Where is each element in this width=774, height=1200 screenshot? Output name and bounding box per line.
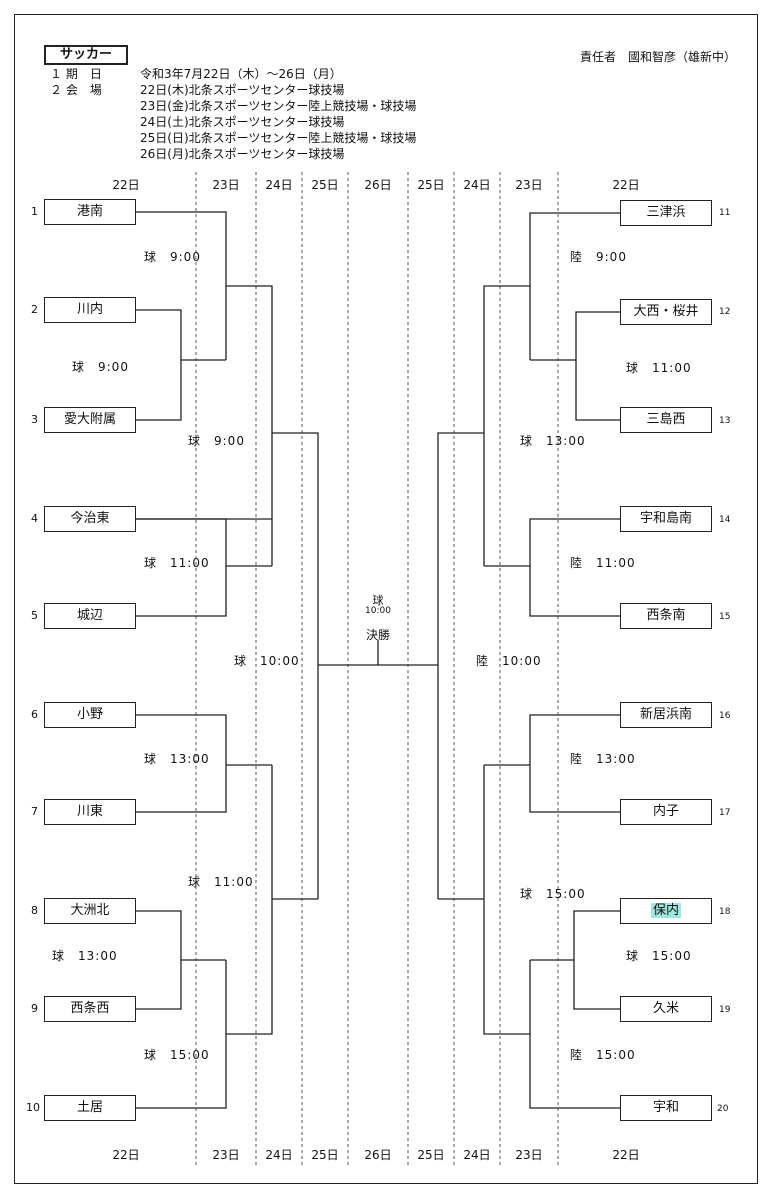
dates-label: １ 期 日 [50,67,102,81]
day-footer: 23日 [515,1148,543,1162]
dates-value: 令和3年7月22日（木）～26日（月） [140,67,342,81]
seed-number: 15 [719,612,731,622]
day-footer: 24日 [463,1148,491,1162]
seed-number: 18 [719,907,731,917]
seed-number: 20 [717,1104,729,1114]
team-box: 愛大附属 [44,407,136,433]
day-header: 24日 [265,178,293,192]
day-footer: 25日 [417,1148,445,1162]
seed-number: 5 [31,609,38,622]
team-box: 大洲北 [44,898,136,924]
seed-number: 19 [719,1005,731,1015]
team-box: 新居浜南 [620,702,712,728]
venue-line: 22日(木)北条スポーツセンター球技場 [140,83,345,97]
venue-label: ２ 会 場 [50,83,102,97]
team-box: 小野 [44,702,136,728]
venue-line: 25日(日)北条スポーツセンター陸上競技場・球技場 [140,131,417,145]
seed-number: 6 [31,708,38,721]
seed-number: 11 [719,208,731,218]
final-venue: 球 [372,594,384,607]
day-header: 26日 [364,178,392,192]
venue-line: 24日(土)北条スポーツセンター球技場 [140,115,345,129]
team-box-highlighted: 保内 [620,898,712,924]
day-footer: 22日 [112,1148,140,1162]
seed-number: 13 [719,416,731,426]
page-frame [14,14,758,1184]
seed-number: 12 [719,307,731,317]
match-time: 球 11:00 [626,361,692,375]
final-time: 10:00 [365,606,391,616]
seed-number: 8 [31,904,38,917]
day-header: 22日 [612,178,640,192]
match-time: 球 13:00 [144,752,210,766]
venue-line: 23日(金)北条スポーツセンター陸上競技場・球技場 [140,99,417,113]
seed-number: 2 [31,303,38,316]
match-time: 球 13:00 [520,434,586,448]
match-time: 陸 10:00 [476,654,542,668]
team-box: 内子 [620,799,712,825]
highlighted-team-name: 保内 [650,903,681,918]
match-time: 陸 13:00 [570,752,636,766]
seed-number: 9 [31,1002,38,1015]
match-time: 陸 11:00 [570,556,636,570]
team-box: 今治東 [44,506,136,532]
day-footer: 25日 [311,1148,339,1162]
team-box: 西条西 [44,996,136,1022]
match-time: 球 15:00 [520,887,586,901]
team-box: 宇和島南 [620,506,712,532]
team-box: 大西・桜井 [620,299,712,325]
team-box: 港南 [44,199,136,225]
day-header: 22日 [112,178,140,192]
team-box: 城辺 [44,603,136,629]
day-header: 24日 [463,178,491,192]
seed-number: 7 [31,805,38,818]
team-box: 川内 [44,297,136,323]
match-time: 球 10:00 [234,654,300,668]
day-header: 25日 [311,178,339,192]
team-box: 西条南 [620,603,712,629]
match-time: 球 15:00 [144,1048,210,1062]
day-header: 23日 [212,178,240,192]
final-label: 決勝 [365,628,390,642]
match-time: 球 11:00 [188,875,254,889]
venue-line: 26日(月)北条スポーツセンター球技場 [140,147,345,161]
team-box: 久米 [620,996,712,1022]
match-time: 球 11:00 [144,556,210,570]
match-time: 陸 9:00 [570,250,627,264]
team-box: 三島西 [620,407,712,433]
team-box: 川東 [44,799,136,825]
team-box: 土居 [44,1095,136,1121]
seed-number: 3 [31,413,38,426]
match-time: 球 15:00 [626,949,692,963]
day-header: 25日 [417,178,445,192]
day-footer: 26日 [364,1148,392,1162]
day-footer: 23日 [212,1148,240,1162]
seed-number: 4 [31,512,38,525]
sport-title: サッカー [44,45,129,65]
team-box: 宇和 [620,1095,712,1121]
team-box: 三津浜 [620,200,712,226]
seed-number: 10 [26,1101,40,1114]
match-time: 球 9:00 [144,250,201,264]
match-time: 陸 15:00 [570,1048,636,1062]
day-footer: 22日 [612,1148,640,1162]
match-time: 球 9:00 [72,360,129,374]
day-header: 23日 [515,178,543,192]
seed-number: 16 [719,711,731,721]
seed-number: 1 [31,205,38,218]
seed-number: 17 [719,808,731,818]
manager-text: 責任者 國和智彦（雄新中） [580,50,737,64]
match-time: 球 13:00 [52,949,118,963]
day-footer: 24日 [265,1148,293,1162]
match-time: 球 9:00 [188,434,245,448]
seed-number: 14 [719,515,731,525]
